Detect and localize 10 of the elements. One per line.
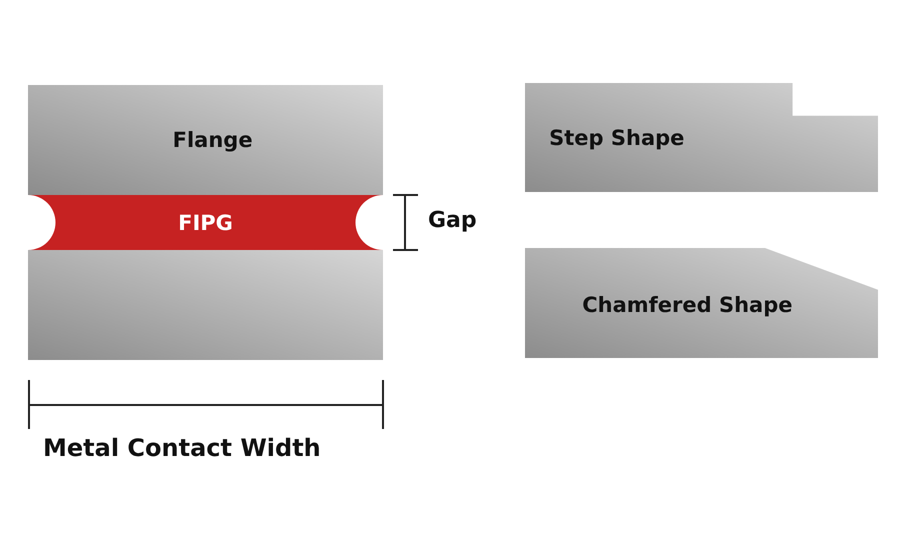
dimension-label: Gap [428,208,477,233]
part-label: FIPG [178,210,233,234]
flange-block [28,85,383,195]
dimension-label: Metal Contact Width [43,434,321,462]
part-label: Step Shape [549,126,684,150]
part-label: Chamfered Shape [582,293,792,318]
flange-block [28,250,383,360]
step-profile [525,83,878,192]
chamfered-profile [525,248,878,358]
part-label: Flange [172,128,253,152]
